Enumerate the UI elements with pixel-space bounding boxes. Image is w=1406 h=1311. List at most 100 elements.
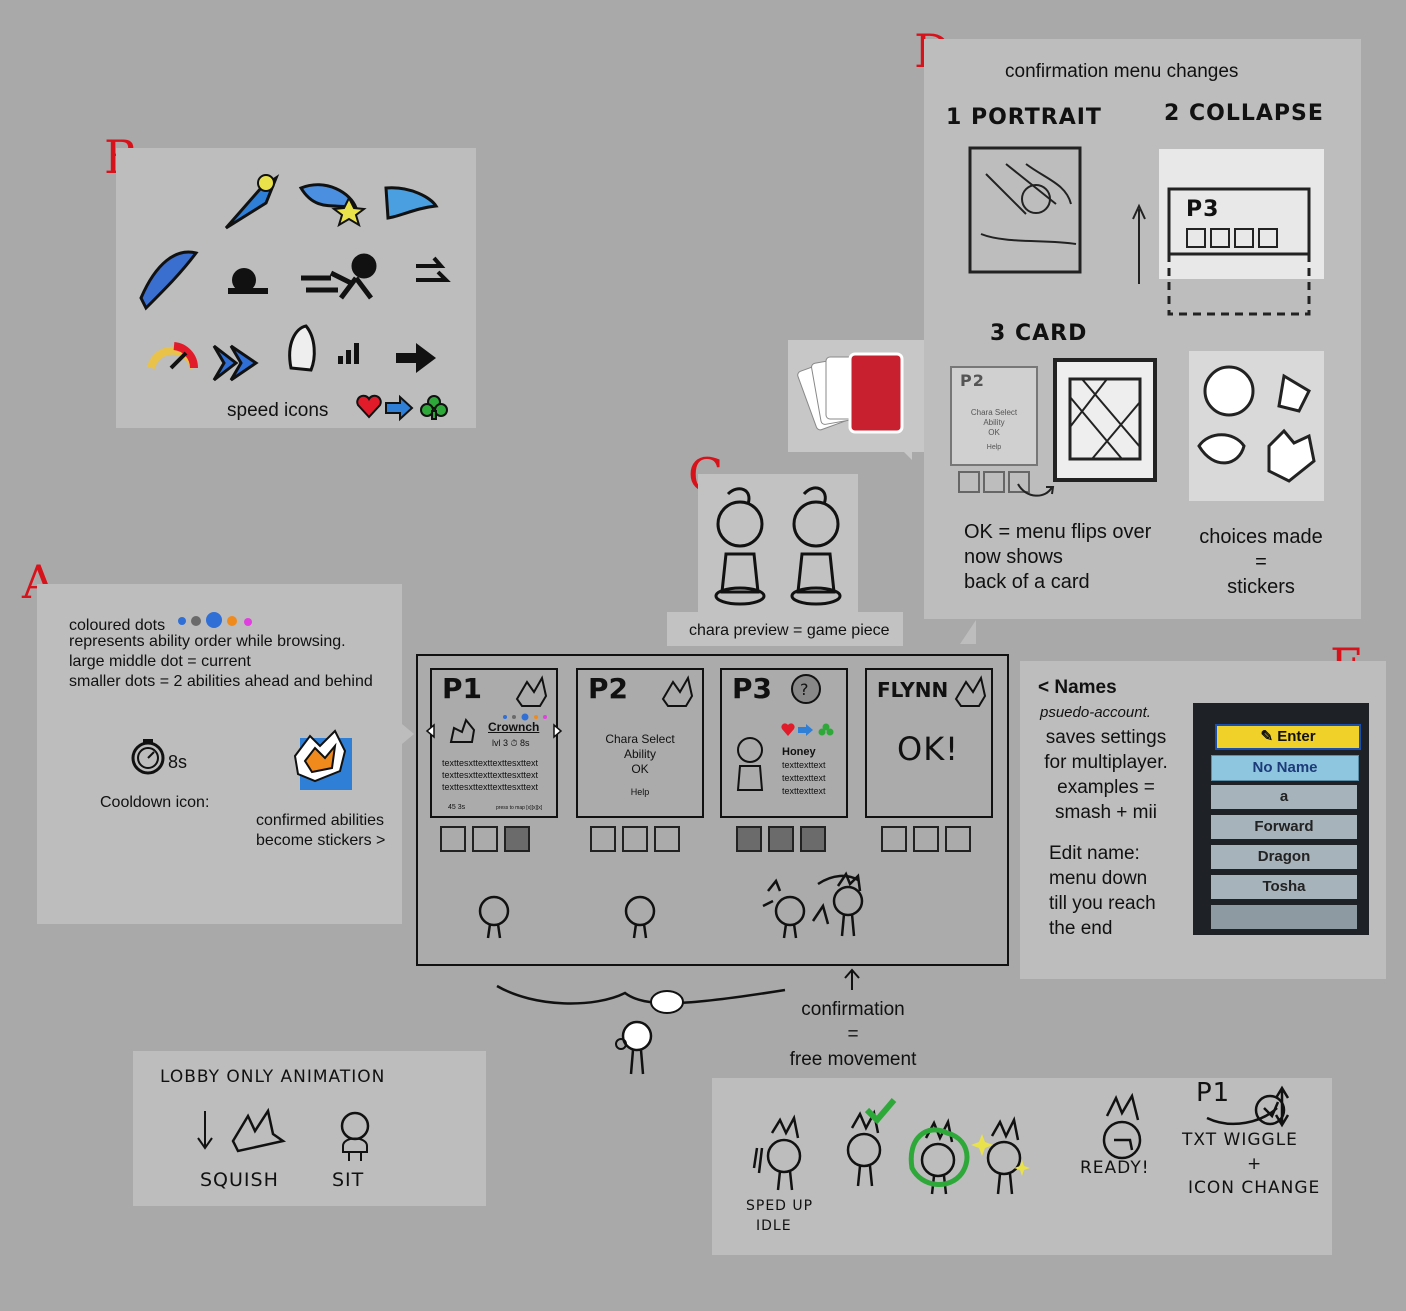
card-label: 3 CARD: [990, 321, 1088, 346]
p3-speed-suits-icon: [781, 723, 834, 736]
sticker-slot: [945, 826, 971, 852]
p2-line-2[interactable]: Ability: [623, 747, 656, 761]
sticker-slot: [622, 826, 648, 852]
p3-line-2: texttexttext: [782, 773, 826, 783]
cooldown-label: Cooldown icon:: [100, 794, 210, 811]
pencil-icon: ✎: [1260, 728, 1278, 745]
player-card-p2[interactable]: P2 Chara Select Ability OK Help: [576, 668, 704, 818]
sped-up-label: SPED UP: [746, 1198, 814, 1214]
p1-sticker-slots: [440, 826, 536, 857]
coloured-dots-line: coloured dots: [69, 612, 260, 635]
confirmation-line-1: confirmation: [801, 999, 905, 1020]
ready-animation-sketches: [752, 1085, 1290, 1195]
mini-slot: [983, 471, 1005, 493]
sticker-slot-filled: [800, 826, 826, 852]
p1-title: P1: [442, 672, 483, 705]
p1-prev-arrow-icon[interactable]: [425, 723, 436, 739]
stickers-sketch: [1189, 351, 1324, 501]
player-card-p1[interactable]: P1 Crownch lvl 3 ⏱ 8s texttesxttexttextt…: [425, 668, 563, 818]
mini-help: Help: [986, 444, 1002, 451]
ok-line-3: back of a card: [964, 571, 1090, 593]
plus-label: +: [1247, 1154, 1263, 1174]
sticker-slot: [913, 826, 939, 852]
p1-ability-dots-icon: [503, 713, 547, 721]
stickers-line-1: confirmed abilities: [256, 812, 385, 829]
p3-character-sketch: [736, 737, 764, 791]
p1-character-head-icon: [515, 675, 548, 707]
names-panel: < Names psuedo-account. saves settings f…: [1020, 661, 1386, 979]
runner-icon: [301, 253, 377, 300]
collapse-p3-label: P3: [1186, 197, 1220, 222]
sticker-slot: [654, 826, 680, 852]
signal-bars-icon: [338, 343, 359, 364]
heart-icon: [356, 394, 382, 419]
idle-label: IDLE: [756, 1218, 792, 1234]
mini-card: P2 Chara Select Ability OK Help: [950, 366, 1038, 466]
names-line-2: for multiplayer.: [1044, 752, 1168, 773]
playing-cards-icon: [797, 352, 904, 434]
arrow-right-icon: [385, 394, 414, 422]
names-subtitle: psuedo-account.: [1040, 704, 1151, 721]
p1-ability-icon: [449, 717, 476, 743]
menu-item-dragon[interactable]: Dragon: [1211, 845, 1357, 869]
player-card-p3[interactable]: P3 ? Honey texttexttext texttexttext tex…: [720, 668, 848, 818]
p1-text-2: texttesxttexttexttesxttext: [442, 770, 539, 780]
mini-card-title: P2: [960, 371, 985, 390]
stickers-line-2: become stickers >: [256, 832, 386, 849]
green-outline-highlight: [908, 1127, 970, 1187]
p3-line-1: texttexttext: [782, 760, 826, 770]
card-back-sketch: [1053, 358, 1157, 482]
p2-character-head-icon: [661, 675, 694, 707]
mini-card-slots: [958, 471, 1030, 498]
names-line-1: saves settings: [1045, 727, 1167, 748]
menu-item-forward[interactable]: Forward: [1211, 815, 1357, 839]
double-arrow-icon: [416, 256, 451, 282]
confirmation-arrow-icon: [844, 968, 860, 990]
p1-text-1: texttesxttexttexttesxttext: [442, 758, 539, 768]
confirmation-line-2: =: [847, 1024, 859, 1045]
playing-cards-bubble: [788, 340, 924, 460]
p4-sticker-slots: [881, 826, 977, 857]
ok-line-2: now shows: [964, 546, 1063, 568]
thinking-figure-sketch: [496, 984, 786, 1075]
choices-line-2: =: [1255, 551, 1267, 573]
ready-label: READY!: [1080, 1158, 1150, 1178]
menu-item-a[interactable]: a: [1211, 785, 1357, 809]
portrait-label: 1 PORTRAIT: [946, 105, 1102, 130]
menu-enter-button[interactable]: ✎ Enter: [1215, 724, 1361, 750]
chara-preview-panel: [698, 474, 858, 612]
p1-footer-right: press to map [x][x][x]: [496, 805, 543, 811]
p2-sticker-slots: [590, 826, 686, 857]
confirmation-menu-panel: confirmation menu changes 1 PORTRAIT 2 C…: [924, 39, 1361, 619]
p2-line-3[interactable]: OK: [631, 762, 649, 776]
player-card-p4[interactable]: FLYNN OK!: [865, 668, 993, 818]
sit-label: SIT: [332, 1169, 365, 1191]
p2-line-1[interactable]: Chara Select: [605, 732, 675, 746]
speedometer-icon: [147, 342, 199, 370]
icon-change-label: ICON CHANGE: [1188, 1178, 1321, 1198]
coloured-dots-icon: [177, 612, 252, 628]
coloured-dots-label: coloured dots: [69, 617, 166, 634]
chara-figure-sketch: [714, 486, 842, 606]
arrow-fast-icon: [396, 343, 436, 373]
p3-title: P3: [732, 672, 773, 705]
stopwatch-icon: [131, 739, 165, 775]
names-line-5: Edit name:: [1049, 843, 1140, 864]
menu-item-tosha[interactable]: Tosha: [1211, 875, 1357, 899]
p1-next-arrow-icon[interactable]: [552, 723, 563, 739]
p1-ability-meta: lvl 3 ⏱ 8s: [492, 738, 530, 748]
names-line-7: till you reach: [1049, 893, 1156, 914]
cooldown-seconds: 8s: [168, 752, 188, 772]
sticker-slot-filled: [768, 826, 794, 852]
names-line-4: smash + mii: [1055, 802, 1157, 823]
speed-icons-label: speed icons: [227, 400, 329, 421]
p1-wiggle-label: P1: [1196, 1078, 1231, 1108]
confirmation-line-3: free movement: [789, 1049, 917, 1070]
p4-ok-text: OK!: [897, 730, 959, 768]
ready-animation-panel: SPED UP IDLE READY! P1 TXT WIGGLE + ICON…: [712, 1078, 1332, 1255]
p4-title: FLYNN: [877, 678, 949, 702]
p1-ability-name: Crownch: [488, 720, 540, 734]
menu-item-no-name[interactable]: No Name: [1211, 755, 1359, 781]
p2-help[interactable]: Help: [630, 787, 650, 797]
speed-icons-sketches: [139, 174, 451, 382]
